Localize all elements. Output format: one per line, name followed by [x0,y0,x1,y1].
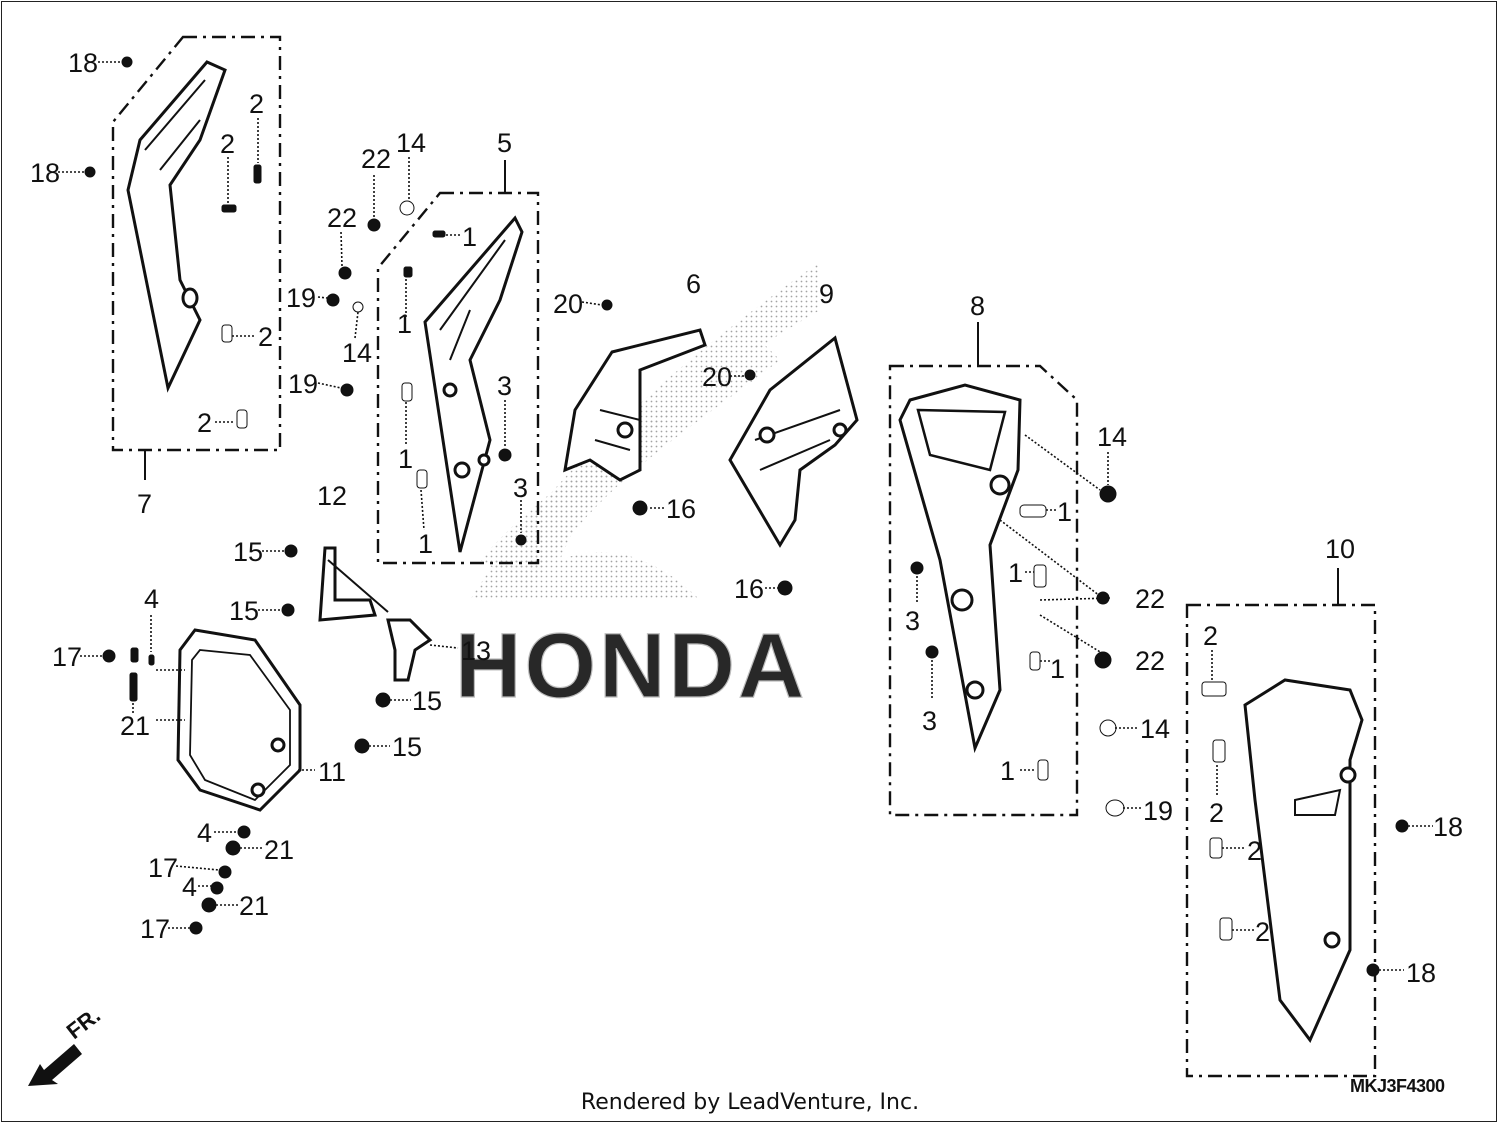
callout-1: 1 [1050,654,1065,684]
callout-16: 16 [666,494,696,524]
callout-22: 22 [361,144,391,174]
callout-12: 12 [317,481,347,511]
callout-18: 18 [1406,958,1436,988]
part-8-panel [898,383,1022,754]
callout-19: 19 [1143,796,1173,826]
callout-17: 17 [52,642,82,672]
callout-19: 19 [286,283,316,313]
callout-19: 19 [288,369,318,399]
callout-2: 2 [1203,621,1218,651]
part-6-bracket [563,328,707,482]
callout-18: 18 [30,158,60,188]
callout-21: 21 [239,891,269,921]
callout-17: 17 [148,853,178,883]
callout-15: 15 [392,732,422,762]
group-10-box [1185,603,1377,1078]
fr-label: FR. [62,1004,105,1044]
callout-4: 4 [144,584,159,614]
callout-10: 10 [1325,534,1355,564]
callout-6: 6 [686,269,701,299]
callout-3: 3 [497,371,512,401]
part-7-panel [126,60,227,393]
callout-2: 2 [1255,917,1270,947]
group-5-box [376,191,540,565]
callout-16: 16 [734,574,764,604]
callout-2: 2 [258,322,273,352]
callout-1: 1 [418,529,433,559]
callout-22: 22 [1135,584,1165,614]
callout-15: 15 [412,686,442,716]
group-7-box [111,35,282,452]
callout-4: 4 [197,818,212,848]
callout-8: 8 [970,291,985,321]
callout-7: 7 [137,489,152,519]
callout-18: 18 [1433,812,1463,842]
callout-2: 2 [1247,836,1262,866]
part-11-cover [176,628,302,812]
callout-18: 18 [68,48,98,78]
callout-4: 4 [182,872,197,902]
callout-22: 22 [327,203,357,233]
group-8-box [888,364,1079,817]
callout-1: 1 [1008,558,1023,588]
callout-1: 1 [397,309,412,339]
fasteners [84,56,1409,977]
callout-22: 22 [1135,646,1165,676]
part-5-panel [423,215,524,553]
honda-watermark-text: HONDA [455,615,807,717]
callout-15: 15 [233,537,263,567]
callout-14: 14 [342,338,372,368]
callout-15: 15 [229,596,259,626]
diagram-code: MKJ3F4300 [1350,1076,1445,1096]
callout-13: 13 [461,636,491,666]
callout-1: 1 [462,222,477,252]
callout-21: 21 [264,835,294,865]
callout-1: 1 [398,444,413,474]
leader-lines [58,61,1433,971]
callout-14: 14 [396,128,426,158]
callout-17: 17 [140,914,170,944]
callout-20: 20 [553,289,583,319]
callout-2: 2 [1209,798,1224,828]
callout-labels: 18 18 2 2 2 2 7 22 14 5 22 1 19 14 19 1 … [30,48,1463,988]
part-10-panel [1243,678,1364,1043]
callout-2: 2 [197,408,212,438]
callout-2: 2 [220,129,235,159]
callout-1: 1 [1000,756,1015,786]
callout-3: 3 [922,706,937,736]
render-credit: Rendered by LeadVenture, Inc. [580,1090,920,1115]
part-9-cover [728,335,859,548]
callout-20: 20 [702,362,732,392]
part-13-bracket [386,618,433,682]
callout-14: 14 [1140,714,1170,744]
callout-11: 11 [318,757,346,787]
part-12-bracket [318,546,389,622]
callout-1: 1 [1057,497,1072,527]
front-direction-arrow: FR. [28,1004,105,1086]
callout-2: 2 [249,89,264,119]
callout-14: 14 [1097,422,1127,452]
callout-3: 3 [513,473,528,503]
callout-3: 3 [905,606,920,636]
callout-5: 5 [497,128,512,158]
callout-21: 21 [120,711,150,741]
callout-9: 9 [819,279,834,309]
